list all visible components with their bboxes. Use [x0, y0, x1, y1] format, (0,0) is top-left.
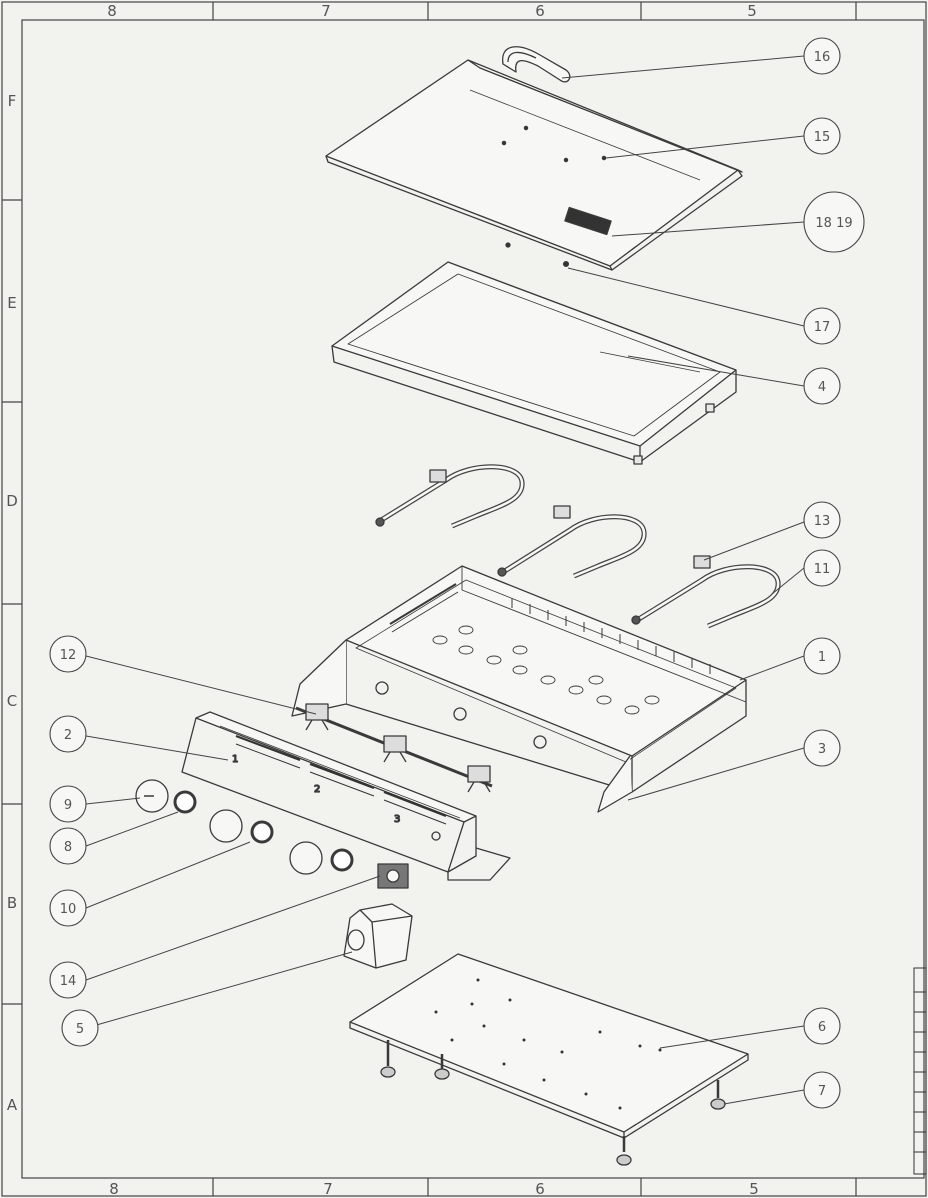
svg-text:6: 6 — [818, 1020, 826, 1035]
row-label: D — [6, 492, 18, 510]
svg-text:13: 13 — [814, 514, 831, 529]
svg-text:2: 2 — [64, 728, 72, 743]
svg-text:4: 4 — [818, 380, 826, 395]
callout-2: 2 — [49, 715, 87, 753]
callout-13: 13 — [803, 501, 841, 539]
callout-11: 11 — [803, 549, 841, 587]
column-label: 6 — [535, 1180, 545, 1198]
callout-10: 10 — [49, 889, 87, 927]
burner-left — [375, 464, 525, 529]
svg-text:12: 12 — [60, 648, 77, 663]
callout-12: 12 — [49, 635, 87, 673]
callout-8: 8 — [49, 827, 87, 865]
row-label: C — [7, 692, 17, 710]
burner-right — [631, 555, 781, 629]
drip-cup — [343, 903, 413, 969]
leader-lines — [85, 55, 805, 1105]
back-wall-vents — [511, 598, 711, 674]
callout-16: 16 — [803, 37, 841, 75]
firebox-body — [291, 565, 747, 813]
burner-middle — [497, 505, 647, 579]
igniter — [377, 863, 409, 889]
svg-text:3: 3 — [818, 742, 826, 757]
callouts: 16 15 18 19 17 4 13 11 1 3 12 2 9 8 10 1… — [49, 37, 865, 1109]
row-label: B — [7, 894, 17, 912]
callout-17: 17 — [803, 307, 841, 345]
svg-text:10: 10 — [60, 902, 77, 917]
callout-14: 14 — [49, 961, 87, 999]
callout-7: 7 — [803, 1071, 841, 1109]
column-label: 7 — [323, 1180, 333, 1198]
column-label: 8 — [109, 1180, 119, 1198]
column-labels-top: 8 7 6 5 — [107, 2, 757, 20]
callout-1: 1 — [803, 637, 841, 675]
callout-5: 5 — [61, 1009, 99, 1047]
column-label: 7 — [321, 2, 331, 20]
control-panel: 1 2 3 — [181, 711, 511, 881]
base-plate — [349, 953, 749, 1139]
svg-text:1: 1 — [818, 650, 826, 665]
row-label: E — [7, 294, 16, 312]
row-label: F — [8, 92, 17, 110]
callout-9: 9 — [49, 785, 87, 823]
title-block — [913, 967, 927, 1175]
svg-text:3: 3 — [394, 814, 400, 825]
callout-18-19: 18 19 — [803, 191, 865, 253]
callout-15: 15 — [803, 117, 841, 155]
svg-text:17: 17 — [814, 320, 831, 335]
column-label: 6 — [535, 2, 545, 20]
row-labels: F E D C B A — [6, 92, 18, 1114]
svg-text:16: 16 — [814, 50, 831, 65]
floor-holes — [432, 625, 660, 715]
callout-4: 4 — [803, 367, 841, 405]
callout-6: 6 — [803, 1007, 841, 1045]
svg-text:7: 7 — [818, 1084, 826, 1099]
callout-3: 3 — [803, 729, 841, 767]
feet — [380, 1040, 726, 1166]
column-label: 8 — [107, 2, 117, 20]
svg-text:18 19: 18 19 — [815, 216, 852, 231]
lid — [325, 59, 743, 271]
svg-text:8: 8 — [64, 840, 72, 855]
svg-text:11: 11 — [814, 562, 831, 577]
svg-text:5: 5 — [76, 1022, 84, 1037]
column-label: 5 — [747, 2, 757, 20]
svg-text:1: 1 — [232, 754, 238, 765]
svg-text:14: 14 — [60, 974, 77, 989]
control-panel-vents — [235, 734, 447, 825]
column-labels-bottom: 8 7 6 5 — [109, 1180, 759, 1198]
lid-handle — [502, 46, 571, 83]
svg-text:15: 15 — [814, 130, 831, 145]
knob-bezel-set — [135, 779, 354, 875]
griddle-plate — [331, 261, 737, 465]
svg-text:2: 2 — [314, 784, 320, 795]
valve-manifold — [295, 703, 493, 793]
svg-text:9: 9 — [64, 798, 72, 813]
row-label: A — [7, 1096, 18, 1114]
column-label: 5 — [749, 1180, 759, 1198]
